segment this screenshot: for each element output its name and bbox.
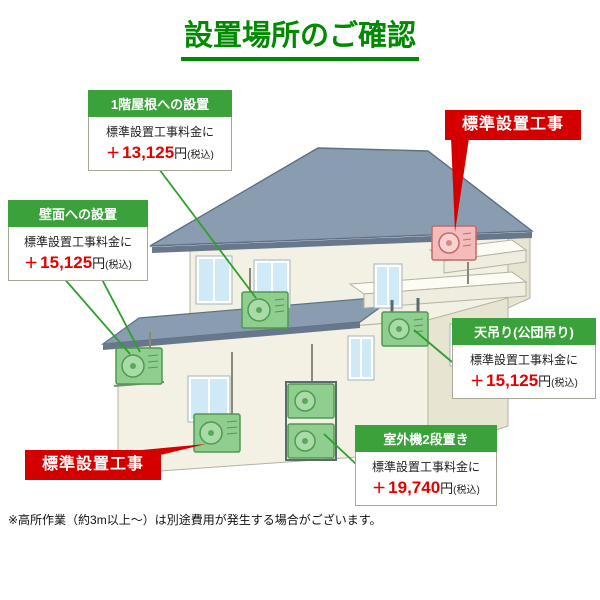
price-value: 15,125: [40, 253, 93, 272]
tax-note: (税込): [551, 378, 578, 389]
callout-two-tier-title: 室外機2段置き: [355, 425, 497, 452]
standard-install-badge-bottom: 標準設置工事: [25, 450, 161, 480]
tax-note: (税込): [187, 150, 214, 161]
ac-unit-two-tier-icon: [285, 381, 337, 461]
callout-roof-price: ＋13,125円(税込): [91, 143, 229, 163]
callout-roof-body: 標準設置工事料金に ＋13,125円(税込): [88, 117, 232, 171]
callout-two-tier-price: ＋19,740円(税込): [358, 478, 494, 498]
callout-ceiling-title: 天吊り(公団吊り): [452, 318, 596, 345]
price-unit: 円: [174, 146, 188, 161]
callout-roof-install: 1階屋根への設置 標準設置工事料金に ＋13,125円(税込): [88, 90, 232, 171]
price-value: 15,125: [486, 371, 539, 390]
ac-unit-ceiling-hung-icon: [381, 298, 429, 347]
window-icon: [347, 335, 375, 381]
callout-ceiling-line1: 標準設置工事料金に: [469, 353, 578, 367]
callout-ceiling-install: 天吊り(公団吊り) 標準設置工事料金に ＋15,125円(税込): [452, 318, 596, 399]
plus-sign: ＋: [24, 255, 39, 271]
plus-sign: ＋: [470, 373, 485, 389]
tax-note: (税込): [453, 485, 480, 496]
window-icon: [195, 255, 233, 305]
standard-install-badge-top: 標準設置工事: [445, 110, 581, 140]
callout-two-tier-body: 標準設置工事料金に ＋19,740円(税込): [355, 452, 497, 506]
red-arrow-top: [451, 138, 469, 232]
price-value: 19,740: [388, 478, 441, 497]
callout-roof-title: 1階屋根への設置: [88, 90, 232, 117]
callout-ceiling-price: ＋15,125円(税込): [455, 371, 593, 391]
window-icon: [373, 263, 403, 309]
ac-unit-balcony-icon: [431, 225, 477, 261]
price-unit: 円: [440, 481, 454, 496]
page-title: 設置場所のご確認: [0, 12, 600, 61]
callout-roof-line1: 標準設置工事料金に: [105, 125, 214, 139]
plus-sign: ＋: [106, 145, 121, 161]
callout-two-tier-install: 室外機2段置き 標準設置工事料金に ＋19,740円(税込): [355, 425, 497, 506]
callout-two-tier-line1: 標準設置工事料金に: [371, 460, 480, 474]
callout-wall-body: 標準設置工事料金に ＋15,125円(税込): [8, 227, 148, 281]
price-unit: 円: [92, 256, 106, 271]
price-value: 13,125: [122, 143, 175, 162]
callout-ceiling-body: 標準設置工事料金に ＋15,125円(税込): [452, 345, 596, 399]
callout-wall-price: ＋15,125円(税込): [11, 253, 145, 273]
callout-wall-title: 壁面への設置: [8, 200, 148, 227]
ac-unit-ground-icon: [193, 413, 241, 453]
page-title-text: 設置場所のご確認: [180, 12, 419, 61]
footnote: ※高所作業（約3m以上～）は別途費用が発生する場合がございます。: [8, 513, 382, 527]
ac-unit-wall-mounted-icon: [115, 347, 163, 385]
ac-unit-roof-icon: [241, 291, 289, 329]
plus-sign: ＋: [372, 480, 387, 496]
callout-wall-line1: 標準設置工事料金に: [23, 235, 132, 249]
callout-wall-install: 壁面への設置 標準設置工事料金に ＋15,125円(税込): [8, 200, 148, 281]
tax-note: (税込): [105, 260, 132, 271]
price-unit: 円: [538, 374, 552, 389]
